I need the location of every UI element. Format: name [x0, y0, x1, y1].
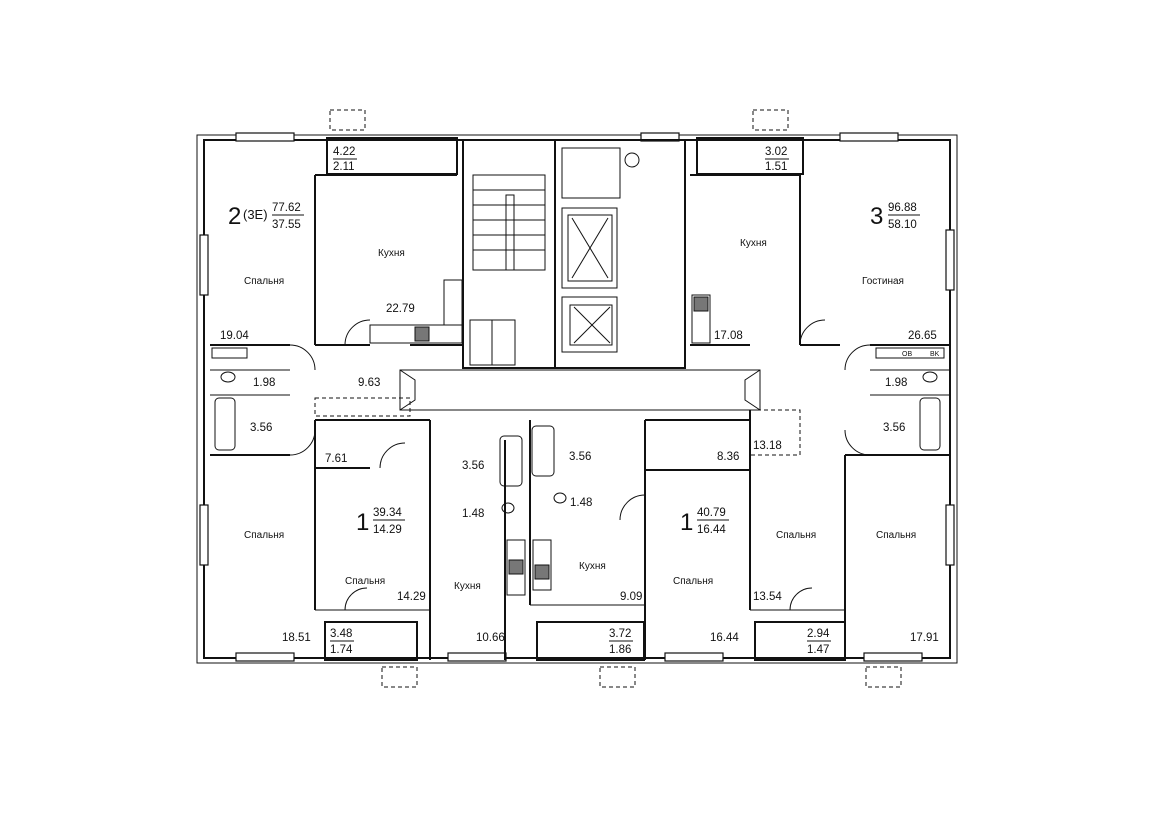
kitchen-fixtures [369, 279, 711, 596]
area-bath-right: 3.56 [883, 422, 905, 434]
apartment-2-label: 2 (3E) 77.62 37.55 [228, 202, 304, 231]
area-balcony-br-a: 2.94 [807, 628, 830, 640]
apartment-2-total: 77.62 [272, 202, 301, 214]
shaft-mark-right: BK [930, 351, 940, 358]
apartment-2-suffix: (3E) [243, 207, 268, 222]
room-label-kitchen-1r: Кухня [579, 561, 606, 572]
windows [199, 132, 955, 662]
apartment-3-label: 3 96.88 58.10 [870, 202, 920, 231]
area-hall-left: 9.63 [358, 377, 380, 389]
building-outline [196, 134, 958, 664]
apartment-1-left-rooms: 1 [356, 509, 369, 536]
area-bedroom-1l: 14.29 [397, 591, 426, 603]
elevator-core [554, 139, 686, 369]
area-kitchen-1r: 9.09 [620, 591, 642, 603]
area-hall-1r: 8.36 [717, 451, 739, 463]
room-label-bedroom-bl: Спальня [244, 530, 284, 541]
area-bedroom-tl: 19.04 [220, 330, 249, 342]
area-balcony-bl-b: 1.74 [330, 644, 353, 656]
apartment-3-total: 96.88 [888, 202, 917, 214]
apartment-2-rooms: 2 [228, 203, 241, 230]
area-hall-right: 13.18 [753, 440, 782, 452]
room-label-kitchen-tr: Кухня [740, 238, 767, 249]
area-bath-left: 3.56 [250, 422, 272, 434]
apartment-3-rooms: 3 [870, 203, 883, 230]
room-label-bedroom-br1: Спальня [776, 530, 816, 541]
room-label-kitchen-1l: Кухня [454, 581, 481, 592]
apartment-1-right-label: 1 40.79 16.44 [680, 507, 729, 536]
apartment-1-right-rooms: 1 [680, 509, 693, 536]
walls [210, 174, 950, 660]
area-bedroom-bl: 18.51 [282, 632, 311, 644]
room-label-bedroom-1l: Спальня [345, 576, 385, 587]
apartment-3-living: 58.10 [888, 219, 917, 231]
shaft-mark-left: OB [902, 351, 912, 358]
area-bedroom-1r: 16.44 [710, 632, 739, 644]
area-balcony-bc-a: 3.72 [609, 628, 631, 640]
apartment-1-left-total: 39.34 [373, 507, 402, 519]
area-kitchen-tl: 22.79 [386, 303, 415, 315]
area-hall-1l: 7.61 [325, 453, 347, 465]
area-balcony-bc-b: 1.86 [609, 644, 631, 656]
room-label-bedroom-tl: Спальня [244, 276, 284, 287]
area-wc-right: 1.98 [885, 377, 907, 389]
room-label-bedroom-1r: Спальня [673, 576, 713, 587]
area-wc-left: 1.98 [253, 377, 275, 389]
room-label-kitchen-tl: Кухня [378, 248, 405, 259]
apartment-2-living: 37.55 [272, 219, 301, 231]
area-kitchen-1l: 10.66 [476, 632, 505, 644]
area-bath-c2: 3.56 [569, 451, 591, 463]
corridor [399, 369, 761, 411]
area-balcony-tl-a: 4.22 [333, 146, 355, 158]
area-balcony-bl-a: 3.48 [330, 628, 352, 640]
apartment-1-right-living: 16.44 [697, 524, 726, 536]
stair-core [462, 139, 556, 369]
area-balcony-tr-a: 3.02 [765, 146, 787, 158]
bathroom-fixtures [211, 347, 945, 514]
room-label-bedroom-br2: Спальня [876, 530, 916, 541]
room-areas: 4.22 2.11 3.02 1.51 19.04 22.79 1.98 3.5… [220, 146, 939, 656]
area-wc-c1: 1.48 [462, 508, 484, 520]
door-swings [289, 319, 871, 611]
area-balcony-tr-b: 1.51 [765, 161, 787, 173]
area-bath-c1: 3.56 [462, 460, 484, 472]
area-wc-c2: 1.48 [570, 497, 592, 509]
area-bedroom-br1: 13.54 [753, 591, 782, 603]
balcony-bottom [324, 621, 846, 661]
room-names: Спальня Кухня Кухня Гостиная Спальня Спа… [244, 238, 916, 592]
apartment-1-right-total: 40.79 [697, 507, 726, 519]
area-kitchen-tr: 17.08 [714, 330, 743, 342]
area-living-tr: 26.65 [908, 330, 937, 342]
area-balcony-tl-b: 2.11 [333, 161, 355, 173]
area-balcony-br-b: 1.47 [807, 644, 829, 656]
outdoor-unit-markers [329, 109, 902, 688]
area-bedroom-br2: 17.91 [910, 632, 939, 644]
apartment-1-left-living: 14.29 [373, 524, 402, 536]
room-label-living-tr: Гостиная [862, 276, 904, 287]
apartment-1-left-label: 1 39.34 14.29 [356, 507, 405, 536]
